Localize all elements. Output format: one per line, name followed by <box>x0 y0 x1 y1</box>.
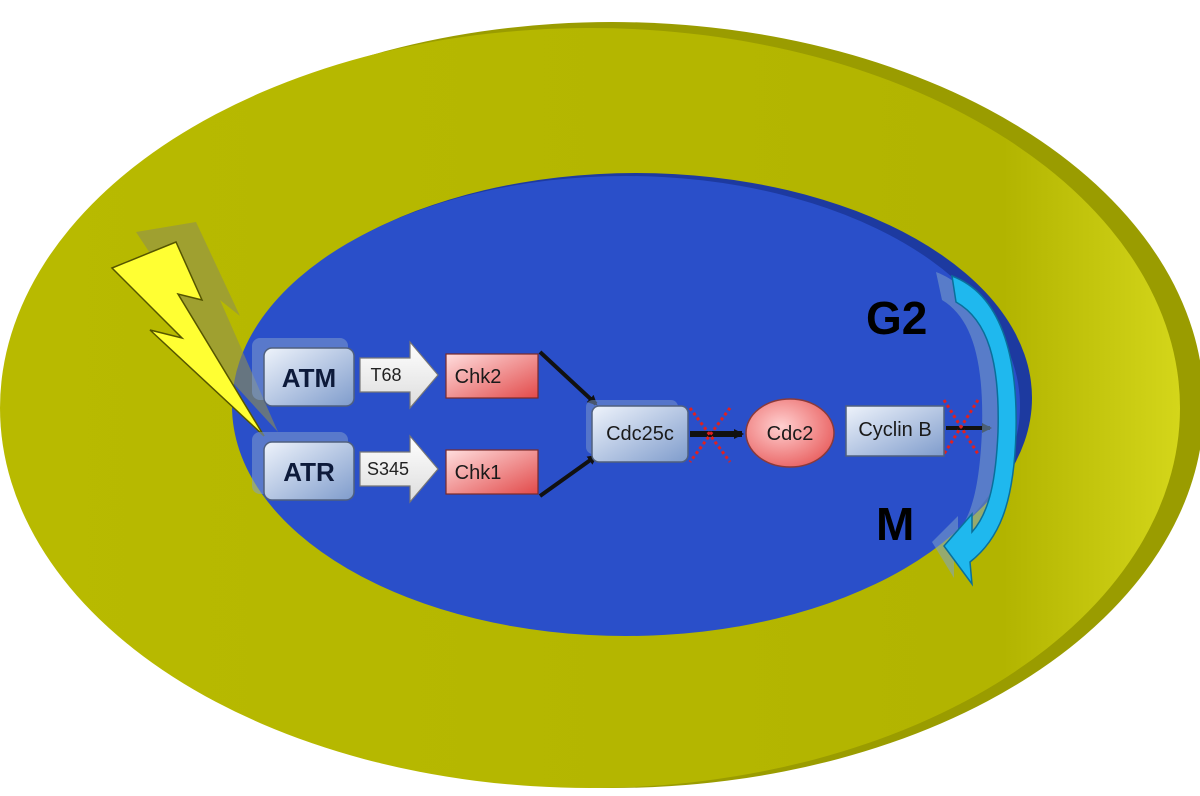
atm-node: ATM <box>252 338 355 407</box>
cdc25c-label: Cdc25c <box>606 423 674 445</box>
chk2-label: Chk2 <box>455 366 502 388</box>
g2-label: G2 <box>866 292 927 344</box>
arrow-chk1-cdc25c <box>538 454 598 498</box>
inhibition-x-icon <box>688 399 980 463</box>
m-label: M <box>876 498 914 550</box>
chk1-label: Chk1 <box>455 462 502 484</box>
arrow-chk2-cdc25c <box>538 350 598 406</box>
t68-arrow: T68 <box>359 340 439 410</box>
cell-cycle-arrow-icon <box>932 272 1017 587</box>
cyclin-b-node: Cyclin B <box>845 405 945 457</box>
cyclin-b-label: Cyclin B <box>858 419 931 441</box>
s345-label: S345 <box>367 459 409 479</box>
atm-label: ATM <box>282 363 336 393</box>
chk2-node: Chk2 <box>445 353 539 399</box>
lightning-icon <box>110 222 278 437</box>
t68-label: T68 <box>370 365 401 385</box>
cdc2-label: Cdc2 <box>767 423 814 445</box>
chk1-node: Chk1 <box>445 449 539 495</box>
cdc2-node: Cdc2 <box>745 398 835 468</box>
cdc25c-node: Cdc25c <box>586 400 689 463</box>
atr-label: ATR <box>283 457 335 487</box>
atr-node: ATR <box>252 432 355 501</box>
s345-arrow: S345 <box>359 434 439 504</box>
